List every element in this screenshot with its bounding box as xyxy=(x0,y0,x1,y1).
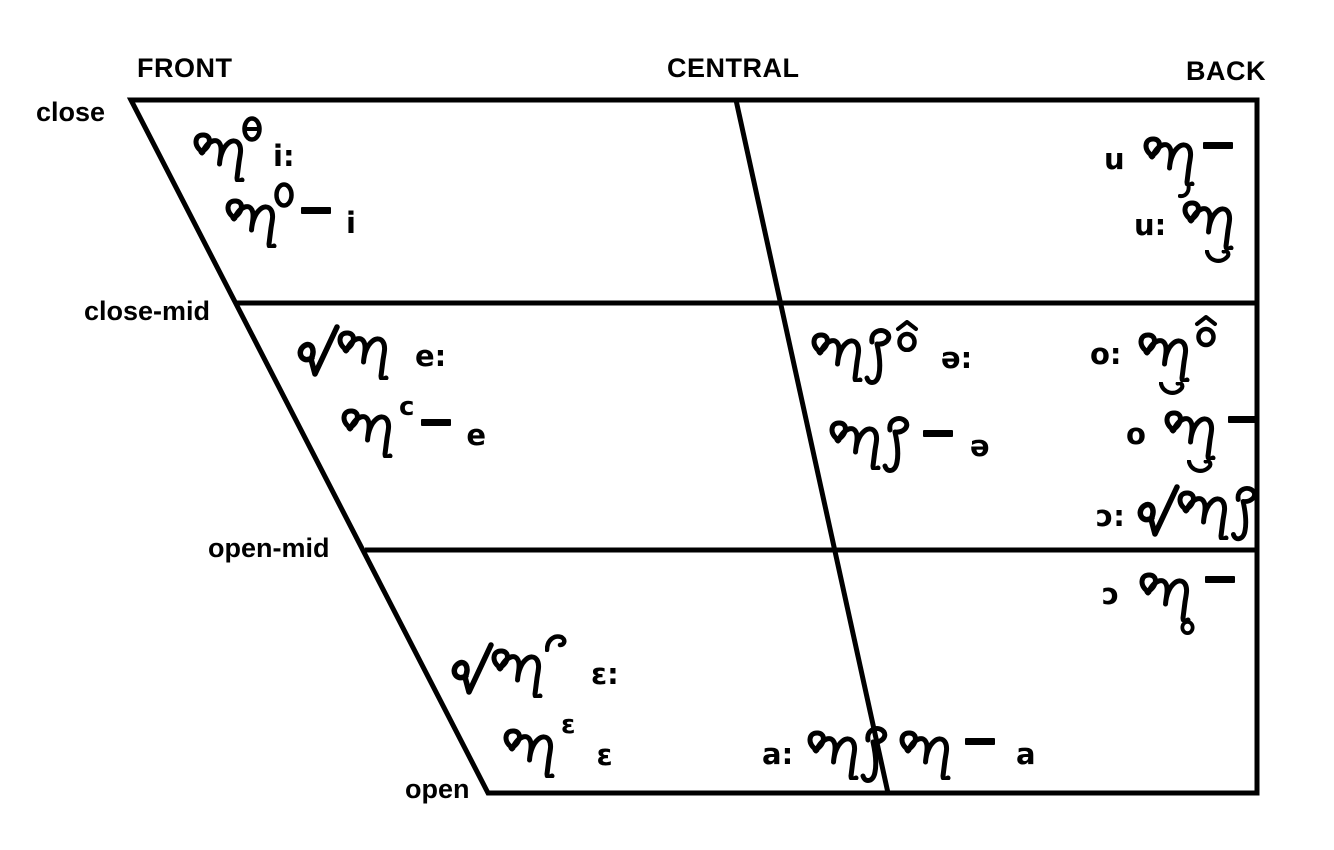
vowel-entry-back-close-short: u xyxy=(1104,122,1233,206)
m-glyph-icon xyxy=(506,731,552,777)
script-glyph-m-tail-ohat xyxy=(808,314,924,402)
m-glyph-icon xyxy=(902,733,948,779)
vowel-label: ɔ xyxy=(1102,577,1120,611)
m-glyph-icon xyxy=(344,411,390,457)
row-label-open-mid: open-mid xyxy=(208,533,330,563)
script-glyph-m-curvebelow xyxy=(1179,186,1241,270)
vowel-label: e xyxy=(466,418,487,452)
vowel-entry-front-close-short: i xyxy=(222,182,356,248)
vowel-label: o: xyxy=(1090,337,1122,371)
vowel-entry-front-closemid-long: e: xyxy=(296,316,446,382)
vowel-entry-central-mid-short: ə xyxy=(826,402,990,490)
circumflex-o-superscript-icon xyxy=(1197,317,1215,345)
vowel-entry-central-open-short: a xyxy=(896,714,1036,780)
length-dash-icon xyxy=(923,430,953,437)
epsilon-superscript: ε xyxy=(561,710,576,740)
vowel-entry-back-mid-short: o xyxy=(1126,396,1258,480)
curve-below-icon xyxy=(1160,383,1181,393)
circle-superscript-icon xyxy=(277,185,292,206)
vowel-entry-back-mid-long: o: xyxy=(1090,314,1223,400)
axis-label-back: BACK xyxy=(1186,56,1266,86)
vowel-label: u xyxy=(1104,142,1125,176)
row-label-open: open xyxy=(405,774,470,804)
script-glyph-m-circle xyxy=(222,182,296,248)
script-glyph-m-ringbelow xyxy=(1136,558,1195,635)
c-superscript: c xyxy=(399,392,415,422)
vowel-label: ə: xyxy=(941,341,973,375)
m-glyph-icon xyxy=(1146,139,1192,185)
axis-label-front: FRONT xyxy=(137,53,233,83)
ring-below-icon xyxy=(1180,620,1195,635)
script-glyph-m-tail xyxy=(804,712,896,800)
tick-glyph-icon xyxy=(1140,487,1177,534)
script-glyph-m-tail xyxy=(826,402,916,490)
script-glyph-m-curvebelow xyxy=(1161,396,1221,480)
curve-below-icon xyxy=(1207,251,1228,261)
vowel-entry-front-open-long: ɛ: xyxy=(450,634,619,700)
tail-glyph-icon xyxy=(885,419,907,471)
vowel-entry-front-close-long: i: xyxy=(190,116,295,182)
m-glyph-icon xyxy=(1142,575,1188,621)
row-label-close-mid: close-mid xyxy=(84,296,211,326)
m-glyph-icon xyxy=(1141,335,1187,381)
length-dash-icon xyxy=(421,419,452,426)
length-dash-icon xyxy=(1205,576,1236,583)
central-divider-line xyxy=(733,99,891,794)
vowel-label: ɔ: xyxy=(1096,499,1125,533)
tick-glyph-icon xyxy=(300,327,337,374)
tail-glyph-icon xyxy=(863,729,885,781)
tail-glyph-icon xyxy=(867,331,889,383)
vowel-label: ə xyxy=(970,429,990,463)
vowel-entry-back-close-long: u: xyxy=(1134,186,1241,270)
tail-glyph-icon xyxy=(1233,488,1254,538)
script-glyph-m xyxy=(338,392,396,458)
vowel-label: i xyxy=(346,206,356,240)
m-glyph-icon xyxy=(340,333,386,379)
axis-label-central: CENTRAL xyxy=(667,53,800,83)
vowel-entry-central-mid-long: ə: xyxy=(808,314,972,402)
script-glyph-m xyxy=(896,714,954,780)
curl-superscript-icon xyxy=(547,637,564,650)
m-glyph-icon xyxy=(228,201,274,247)
m-glyph-icon xyxy=(832,423,878,469)
curve-below-icon xyxy=(1189,461,1210,471)
barred-circle-superscript-icon xyxy=(245,119,260,140)
script-glyph-m-curvebelow-ohat xyxy=(1135,314,1223,400)
length-dash-icon xyxy=(965,738,995,745)
row-label-close: close xyxy=(36,97,106,127)
vowel-entry-central-open-long: a: xyxy=(762,712,896,800)
script-glyph-m xyxy=(500,712,558,778)
vowel-label: u: xyxy=(1134,208,1167,242)
script-glyph-tick-m-curl xyxy=(450,634,572,700)
vowel-label: e: xyxy=(415,339,447,373)
script-glyph-m-theta xyxy=(190,116,266,182)
m-glyph-icon xyxy=(1167,413,1213,459)
vowel-label: o xyxy=(1126,417,1146,451)
length-dash-icon xyxy=(301,207,331,214)
trapezoid-outline xyxy=(126,97,1260,796)
script-glyph-tick-m-tail xyxy=(1136,478,1266,550)
circumflex-o-icon xyxy=(898,322,916,350)
vowel-entry-back-openmid-short: ɔ xyxy=(1102,558,1236,638)
m-glyph-icon xyxy=(1185,203,1231,249)
vowel-label: ɛ: xyxy=(591,657,619,691)
vowel-entry-front-open-short: ε ɛ xyxy=(500,712,613,778)
vowel-label: a xyxy=(1016,737,1036,771)
vowel-label: i: xyxy=(273,139,295,173)
length-dash-icon xyxy=(1202,142,1233,149)
vowel-entry-front-closemid-short: c e xyxy=(338,392,486,458)
vowel-label: a: xyxy=(762,737,794,771)
length-dash-icon xyxy=(1227,416,1258,423)
m-glyph-icon xyxy=(494,651,540,697)
m-glyph-icon xyxy=(196,135,242,181)
m-glyph-icon xyxy=(810,733,856,779)
tick-glyph-icon xyxy=(454,645,491,692)
vowel-label: ɛ xyxy=(596,738,613,772)
script-glyph-tick-m xyxy=(296,316,394,382)
vowel-entry-back-openmid-long: ɔ: xyxy=(1096,478,1266,550)
m-glyph-icon xyxy=(814,335,860,381)
m-glyph-icon xyxy=(1180,493,1226,539)
